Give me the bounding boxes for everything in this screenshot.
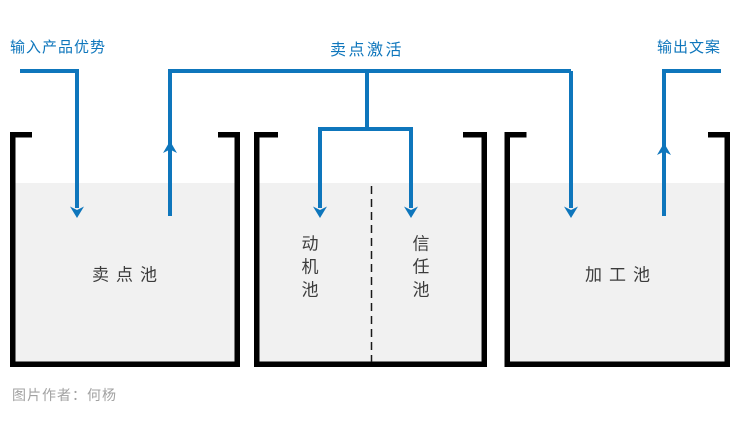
pool1-up-arrow — [163, 71, 177, 216]
down-arrow-icon — [313, 206, 327, 218]
pool-2-water — [259, 183, 481, 362]
pool-2-right-cap — [463, 132, 487, 138]
pool-2-shape — [254, 132, 487, 367]
pool-1-right-cap — [218, 132, 240, 138]
up-arrow-icon — [657, 143, 671, 155]
pool-1-right-wall — [234, 132, 240, 367]
pool-3-left-cap — [504, 132, 527, 138]
pool-2-right-wall — [481, 132, 487, 367]
pool-1-left-cap — [10, 132, 32, 138]
activation-bus — [168, 69, 571, 131]
output-arrow — [657, 69, 721, 216]
input-label: 输入产品优势 — [10, 39, 107, 56]
pool-3-left-wall — [504, 132, 510, 367]
pool-1-left-wall — [10, 132, 16, 367]
pool2-trust-label: 信任池 — [412, 234, 430, 300]
down-arrow-icon — [70, 206, 84, 218]
down-arrow-icon — [564, 206, 578, 218]
trust-down-arrow — [404, 129, 418, 218]
down-arrow-icon — [404, 206, 418, 218]
up-arrow-icon — [163, 141, 177, 153]
activation-label: 卖点激活 — [329, 42, 405, 59]
pool-1-water — [15, 183, 235, 362]
input-arrow — [20, 69, 84, 218]
pool-3-right-wall — [724, 132, 730, 367]
pool2-motivation-label: 动机池 — [301, 234, 319, 300]
pool-3-right-cap — [708, 132, 730, 138]
pool-3-water — [510, 183, 725, 362]
image-credit: 图片作者：何杨 — [12, 387, 117, 403]
pool-1-bottom-wall — [10, 361, 240, 367]
pool1-label: 卖点池 — [92, 265, 164, 285]
pool-2-bottom-wall — [254, 361, 487, 367]
output-label: 输出文案 — [657, 39, 722, 56]
pool3-label: 加工池 — [585, 265, 657, 285]
motivation-down-arrow — [313, 129, 327, 218]
pool-2-left-cap — [254, 132, 278, 138]
pool-1-shape — [10, 132, 240, 367]
pool-3-shape — [504, 132, 730, 367]
processing-down-arrow — [564, 71, 578, 218]
pool-3-bottom-wall — [504, 361, 730, 367]
pool-2-left-wall — [254, 132, 260, 367]
